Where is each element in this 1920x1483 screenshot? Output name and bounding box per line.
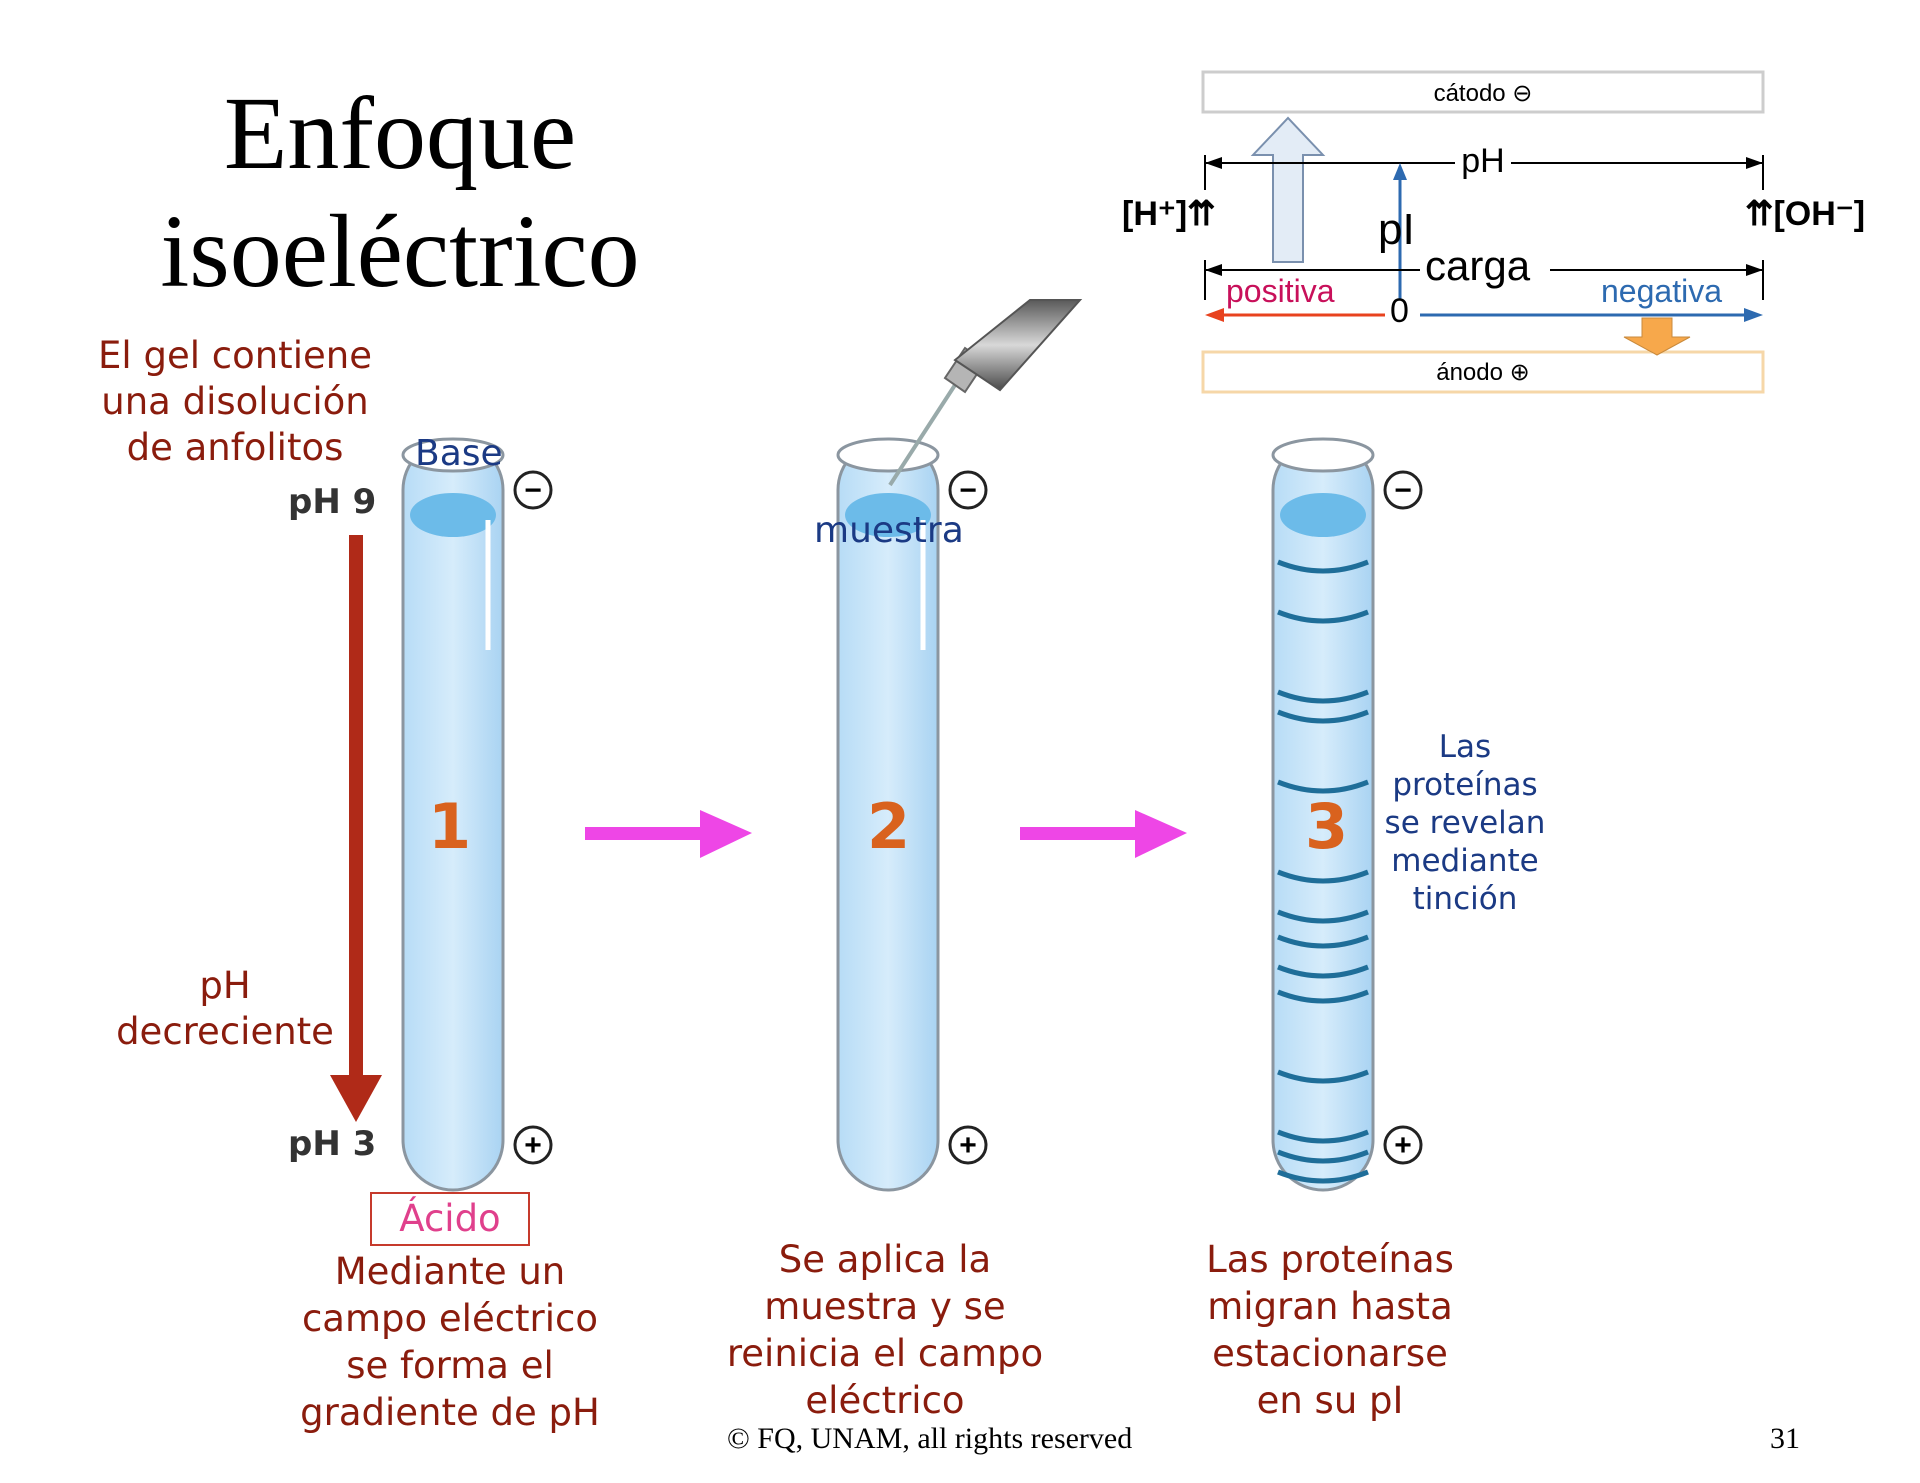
caption-line: eléctrico	[805, 1379, 965, 1422]
step-number-2: 2	[867, 790, 911, 863]
protein-band	[1277, 934, 1369, 949]
protein-band	[1277, 609, 1369, 624]
gel-note-line: El gel contiene	[98, 334, 372, 377]
svg-text:−: −	[959, 474, 977, 507]
caption-line: Se aplica la	[778, 1238, 992, 1281]
protein-band	[1277, 1069, 1369, 1084]
anode-sign-3	[1383, 1125, 1423, 1165]
negative-label: negativa	[1601, 273, 1722, 309]
staining-note-line: tinción	[1412, 881, 1518, 917]
svg-text:−: −	[524, 474, 542, 507]
gel-note-line: de anfolitos	[126, 426, 344, 469]
ph-bottom-label: pH 3	[288, 1124, 377, 1164]
ph-axis-label: pH	[1461, 142, 1504, 180]
tube-2	[836, 437, 940, 1192]
title-line-1: Enfoque	[223, 76, 577, 191]
sample-label: muestra	[814, 510, 964, 551]
base-label: Base	[415, 433, 503, 474]
staining-note-line: proteínas	[1392, 767, 1538, 803]
svg-text:+: +	[524, 1129, 542, 1162]
gel-note-line: una disolución	[101, 380, 369, 423]
staining-note-line: Las	[1438, 729, 1492, 765]
inset-diagram: cátodo ⊖ ánodo ⊕ pH [H⁺]⇈ ⇈[OH⁻] pI carg…	[1122, 70, 1865, 394]
acid-label: Ácido	[370, 1192, 530, 1246]
caption-step-2: Se aplica la muestra y se reinicia el ca…	[700, 1236, 1070, 1424]
svg-text:−: −	[1394, 474, 1412, 507]
step-number-3: 3	[1305, 790, 1349, 863]
caption-line: migran hasta	[1207, 1285, 1453, 1328]
zero-label: 0	[1390, 292, 1409, 330]
cathode-sign-1	[513, 470, 553, 510]
anode-sign-2	[948, 1125, 988, 1165]
cathode-label: cátodo ⊖	[1434, 80, 1533, 107]
protein-band	[1277, 1149, 1369, 1164]
caption-line: estacionarse	[1212, 1332, 1448, 1375]
staining-note: Las proteínas se revelan mediante tinció…	[1375, 728, 1555, 918]
syringe	[888, 299, 1083, 487]
step-number-1: 1	[428, 790, 472, 863]
caption-step-3: Las proteínas migran hasta estacionarse …	[1145, 1236, 1515, 1424]
tube-3	[1271, 437, 1375, 1192]
protein-band	[1277, 909, 1369, 924]
anode-bar	[1201, 350, 1765, 394]
step-arrow-2	[1020, 810, 1187, 858]
protein-band	[1277, 1169, 1369, 1184]
ph-decreasing-line: decreciente	[116, 1010, 334, 1053]
svg-text:+: +	[959, 1129, 977, 1162]
caption-line: muestra y se	[764, 1285, 1006, 1328]
ph-gradient-arrow	[330, 535, 382, 1122]
pi-label: pI	[1378, 205, 1415, 254]
cathode-bar	[1201, 70, 1765, 114]
protein-band	[1277, 709, 1369, 724]
protein-band	[1277, 779, 1369, 794]
slide-title: Enfoque isoeléctrico	[100, 75, 700, 311]
svg-text:+: +	[1394, 1129, 1412, 1162]
title-line-2: isoeléctrico	[160, 194, 640, 309]
caption-line: gradiente de pH	[300, 1391, 600, 1434]
protein-band	[1277, 559, 1369, 574]
caption-line: Mediante un	[334, 1250, 566, 1293]
anode-label: ánodo ⊕	[1436, 359, 1530, 386]
charge-axis-label: carga	[1425, 242, 1531, 289]
caption-step-1: Mediante un campo eléctrico se forma el …	[265, 1248, 635, 1436]
staining-note-line: se revelan	[1384, 805, 1546, 841]
caption-line: reinicia el campo	[726, 1332, 1044, 1375]
cathode-migration-arrow	[1250, 116, 1326, 263]
ph-decreasing-line: pH	[199, 964, 251, 1007]
positive-label: positiva	[1226, 273, 1335, 309]
ph-decreasing-label: pH decreciente	[100, 963, 350, 1055]
protein-band	[1277, 1129, 1369, 1144]
anode-sign-1	[513, 1125, 553, 1165]
cathode-sign-2	[948, 470, 988, 510]
protein-band	[1277, 964, 1369, 979]
caption-line: se forma el	[346, 1344, 554, 1387]
anode-migration-arrow	[1623, 317, 1691, 356]
protein-band	[1277, 989, 1369, 1004]
h-ion-label: [H⁺]⇈	[1122, 195, 1216, 233]
oh-ion-label: ⇈[OH⁻]	[1745, 195, 1865, 233]
tube-1	[401, 437, 505, 1192]
cathode-sign-3	[1383, 470, 1423, 510]
protein-band	[1277, 689, 1369, 704]
step-arrow-1	[585, 810, 752, 858]
page-number: 31	[1770, 1422, 1800, 1455]
protein-band	[1277, 869, 1369, 884]
caption-line: en su pI	[1256, 1379, 1404, 1422]
caption-line: campo eléctrico	[301, 1297, 599, 1340]
copyright-footer: © FQ, UNAM, all rights reserved	[727, 1422, 1133, 1455]
caption-line: Las proteínas	[1206, 1238, 1454, 1281]
gel-note: El gel contiene una disolución de anfoli…	[80, 333, 390, 471]
ph-top-label: pH 9	[288, 482, 377, 522]
electrode-signs: − − − + + +	[513, 470, 1423, 1165]
staining-note-line: mediante	[1391, 843, 1539, 879]
